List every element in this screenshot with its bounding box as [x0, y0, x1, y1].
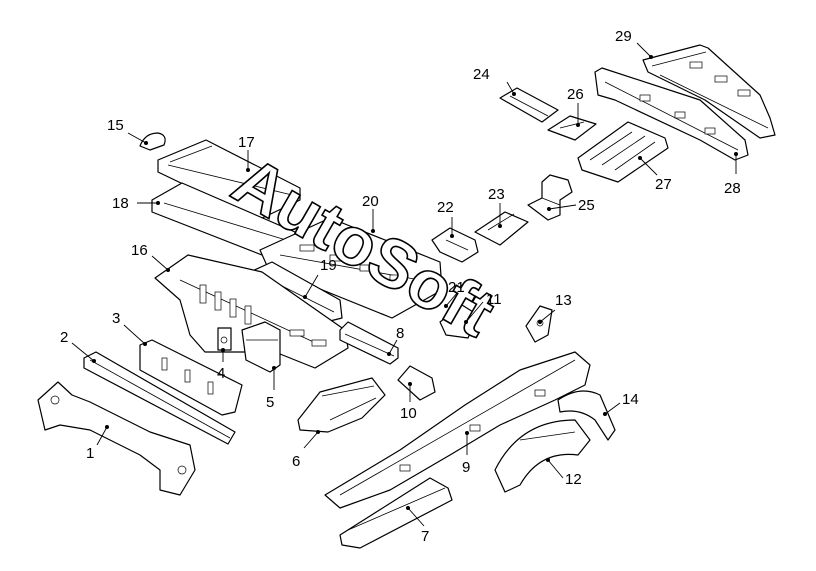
callout-label: 23: [488, 186, 505, 203]
part-5-tank-bracket: [241, 321, 281, 373]
callout-5: 5: [266, 366, 276, 411]
callout-label: 17: [238, 134, 255, 151]
callout-label: 18: [112, 195, 129, 212]
part-28-side-rail: [594, 67, 749, 161]
part-22-bracket: [431, 227, 479, 263]
callout-label: 11: [486, 291, 502, 308]
callout-label: 10: [400, 405, 417, 422]
callout-label: 2: [60, 329, 68, 346]
callout-label: 6: [292, 453, 300, 470]
callout-1: 1: [86, 425, 109, 462]
callout-20: 20: [362, 193, 379, 233]
callout-label: 21: [448, 279, 465, 296]
callout-label: 9: [462, 459, 470, 476]
callout-label: 15: [107, 117, 124, 134]
callout-label: 12: [565, 471, 582, 488]
callout-label: 13: [555, 292, 572, 309]
callout-21: 21: [444, 279, 465, 308]
callout-label: 27: [655, 176, 672, 193]
callout-label: 7: [421, 528, 429, 545]
part-13-mount: [525, 305, 553, 343]
callout-label: 14: [622, 391, 639, 408]
part-27-rear-floor-pan: [577, 121, 669, 183]
callout-2: 2: [60, 329, 96, 363]
callout-9: 9: [462, 431, 470, 476]
callout-17: 17: [238, 134, 255, 172]
part-10-bracket: [397, 365, 436, 401]
callout-13: 13: [538, 292, 572, 324]
callout-label: 29: [615, 28, 632, 45]
callout-label: 20: [362, 193, 379, 210]
callout-19: 19: [303, 257, 337, 299]
callout-23: 23: [488, 186, 505, 228]
callout-28: 28: [724, 152, 741, 197]
part-26-bracket: [547, 115, 597, 141]
callout-22: 22: [437, 199, 454, 238]
callout-label: 22: [437, 199, 454, 216]
callout-4: 4: [217, 348, 225, 382]
callout-8: 8: [387, 325, 404, 356]
callout-18: 18: [112, 195, 160, 212]
part-23-plate: [474, 211, 529, 246]
callout-26: 26: [567, 86, 584, 127]
part-29-rear-rail: [642, 44, 776, 139]
part-15-cap: [139, 132, 166, 151]
callout-label: 28: [724, 180, 741, 197]
callout-label: 3: [112, 310, 120, 327]
part-3-panel: [139, 339, 243, 416]
callout-16: 16: [131, 242, 170, 272]
callout-label: 1: [86, 445, 94, 462]
part-7-rail: [339, 477, 453, 549]
part-1-front-crossmember: [37, 381, 196, 496]
part-24-bracket: [499, 87, 559, 123]
part-17-floor-panel-upper: [157, 139, 301, 221]
part-9-chassis-frame: [324, 351, 591, 509]
callout-label: 24: [473, 66, 490, 83]
callout-label: 8: [396, 325, 404, 342]
callout-label: 19: [320, 257, 337, 274]
part-4-bracket: [217, 327, 232, 351]
callout-label: 16: [131, 242, 148, 259]
callout-6: 6: [292, 430, 320, 470]
part-2-bar: [83, 351, 236, 445]
callout-label: 5: [266, 394, 274, 411]
callout-15: 15: [107, 117, 148, 145]
callout-label: 26: [567, 86, 584, 103]
part-16-main-floor: [154, 254, 349, 369]
callout-label: 25: [578, 197, 595, 214]
part-11-support: [439, 304, 479, 339]
callout-11: 11: [464, 291, 502, 324]
callout-7: 7: [406, 506, 429, 545]
callout-14: 14: [603, 391, 639, 416]
part-14-wheel-arch-front: [557, 390, 616, 441]
callout-10: 10: [400, 382, 417, 422]
part-12-wheel-housing: [494, 419, 591, 493]
callout-3: 3: [112, 310, 147, 346]
callout-27: 27: [638, 156, 672, 193]
part-8-crossmember: [339, 321, 399, 365]
callout-25: 25: [547, 197, 595, 214]
callout-29: 29: [615, 28, 653, 59]
part-25-bracket: [527, 174, 573, 221]
callout-12: 12: [546, 458, 582, 488]
callout-24: 24: [473, 66, 516, 96]
part-6-rear-floor-section: [297, 377, 386, 433]
callout-label: 4: [217, 365, 225, 382]
